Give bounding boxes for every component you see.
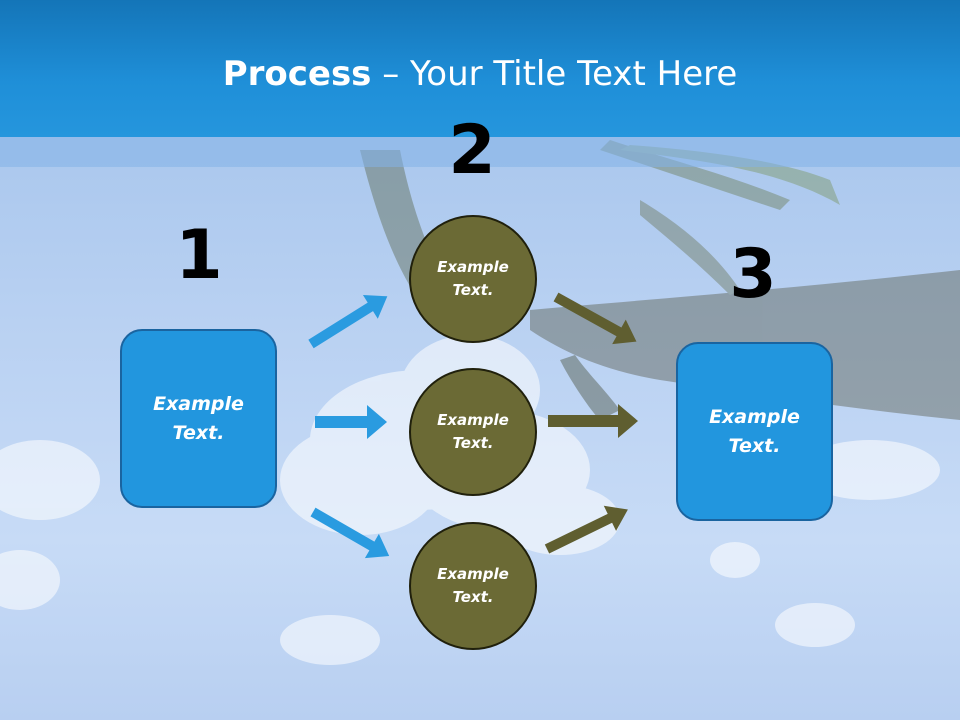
olive-arrow-up	[544, 505, 628, 554]
right-box: Example Text.	[676, 342, 833, 521]
blue-arrow-down	[310, 507, 390, 559]
circle-bottom-text: Example Text.	[437, 565, 509, 606]
circle-middle-text: Example Text.	[437, 411, 509, 452]
circle-middle: Example Text.	[409, 368, 537, 496]
circle-bottom: Example Text.	[409, 522, 537, 650]
olive-arrow-straight	[548, 404, 638, 438]
slide-title: Process – Your Title Text Here	[0, 52, 960, 96]
left-box-text: Example Text.	[153, 392, 244, 444]
step-number-2: 2	[448, 111, 496, 190]
left-box: Example Text.	[120, 329, 277, 508]
olive-arrow-down	[553, 292, 637, 345]
blue-arrow-up	[308, 295, 388, 349]
title-bold: Process	[222, 54, 372, 94]
step-number-1: 1	[175, 216, 223, 295]
blue-arrow-straight	[315, 405, 387, 439]
circle-top-text: Example Text.	[437, 258, 509, 299]
right-box-text: Example Text.	[709, 405, 800, 457]
title-bar	[0, 0, 960, 137]
header-strip	[0, 137, 960, 167]
circle-top: Example Text.	[409, 215, 537, 343]
step-number-3: 3	[729, 235, 777, 314]
title-rest: – Your Title Text Here	[371, 54, 738, 94]
